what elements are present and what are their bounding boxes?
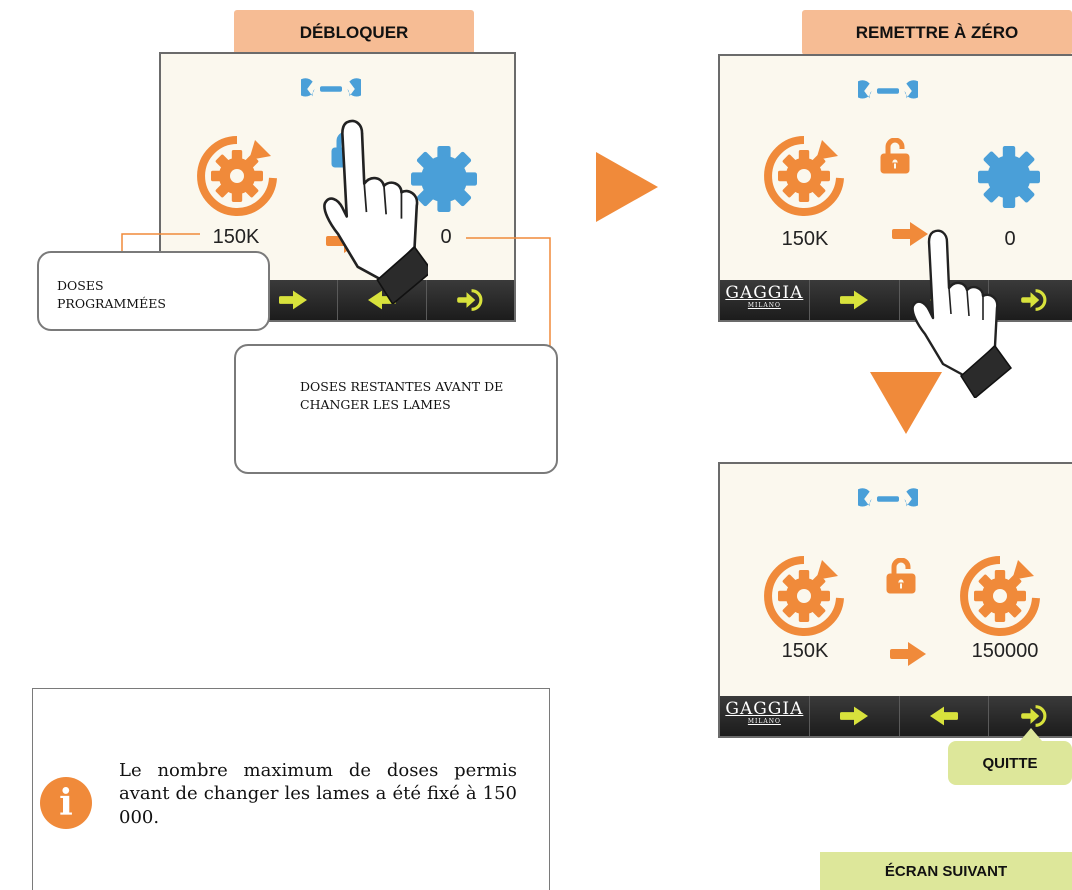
back-button[interactable] (337, 280, 426, 320)
next-arrow-icon (840, 290, 868, 310)
reset-tab: REMETTRE À ZÉRO (802, 10, 1072, 55)
remaining-doses-label: DOSES RESTANTES AVANT DE CHANGER LES LAM… (300, 379, 504, 413)
reset-gear-icon (195, 134, 279, 218)
info-icon: i (40, 777, 92, 829)
wrench-icon (858, 80, 918, 102)
remaining-doses-value: 150000 (971, 640, 1039, 662)
reset-gear-icon (762, 554, 846, 638)
remaining-doses-value: 0 (1004, 228, 1016, 250)
remaining-doses-callout: DOSES RESTANTES AVANT DE CHANGER LES LAM… (234, 344, 558, 474)
quit-pointer (1020, 728, 1042, 741)
exit-button[interactable] (988, 696, 1072, 736)
reset-gear-icon (762, 134, 846, 218)
info-text: Le nombre maximum de doses permis avant … (119, 760, 517, 828)
unlock-tab: DÉBLOQUER (234, 10, 474, 55)
right-arrow-icon (890, 642, 926, 666)
programmed-doses-label: DOSES PROGRAMMÉES (57, 278, 166, 312)
programmed-doses-callout: DOSES PROGRAMMÉES (37, 251, 270, 331)
exit-icon (1020, 702, 1048, 730)
quit-button[interactable]: QUITTE (948, 741, 1072, 785)
next-screen-button[interactable]: ÉCRAN SUIVANT (820, 852, 1072, 890)
wrench-icon (858, 488, 918, 510)
lock-open-icon (886, 558, 916, 594)
lock-open-icon (880, 138, 910, 174)
exit-button[interactable] (425, 280, 515, 320)
next-step-arrow (596, 152, 658, 222)
reset-gear-icon-right (958, 554, 1042, 638)
back-arrow-icon (930, 706, 958, 726)
back-button[interactable] (898, 280, 989, 320)
next-button[interactable] (808, 280, 899, 320)
exit-icon (1020, 286, 1048, 314)
down-step-arrow (870, 372, 942, 434)
next-button[interactable] (808, 696, 899, 736)
info-box: i Le nombre maximum de doses permis avan… (32, 688, 550, 890)
blades-gear-icon (978, 146, 1040, 208)
programmed-doses-value: 150K (781, 640, 829, 662)
programmed-doses-value: 150K (212, 226, 260, 248)
programmed-doses-value: 150K (781, 228, 829, 250)
connector-lines (121, 233, 551, 346)
next-arrow-icon (840, 706, 868, 726)
back-button[interactable] (898, 696, 989, 736)
remaining-doses-value: 0 (440, 226, 452, 248)
